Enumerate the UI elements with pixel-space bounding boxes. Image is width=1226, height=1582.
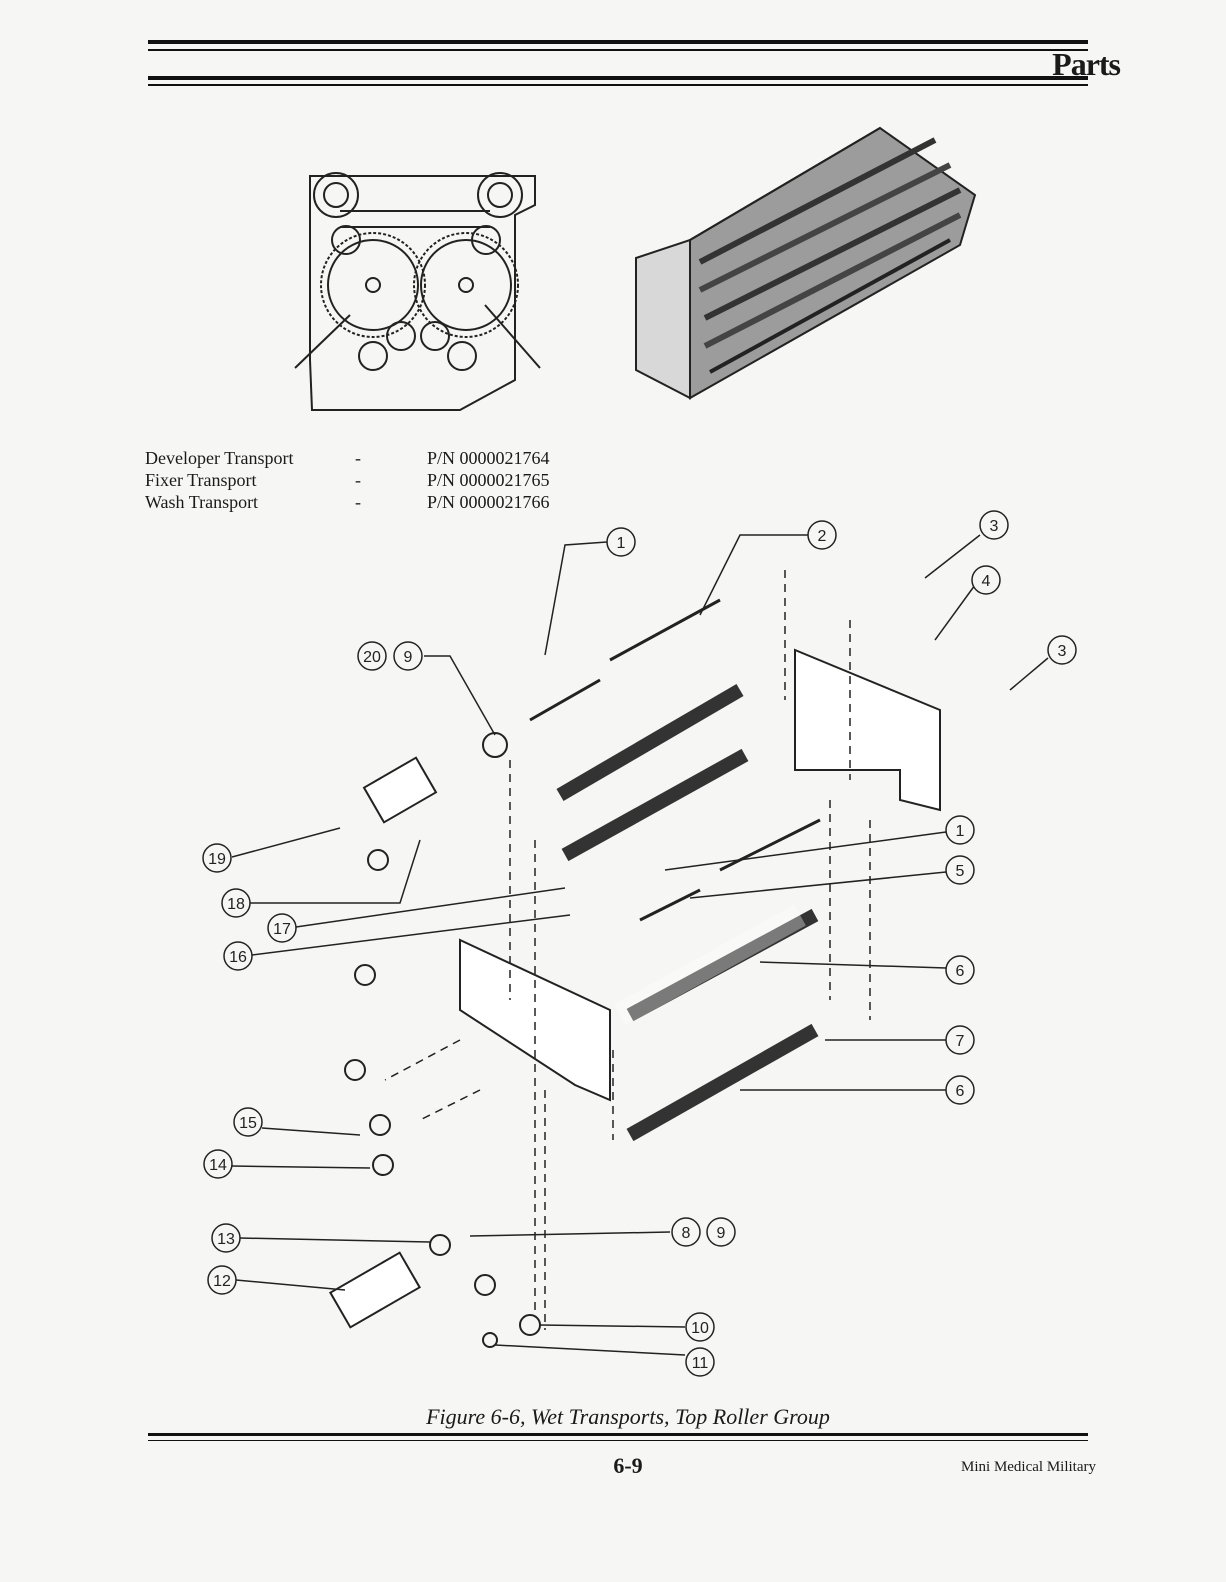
footer-rule-2: [148, 1440, 1088, 1441]
figure-caption: Figure 6-6, Wet Transports, Top Roller G…: [0, 1404, 1226, 1430]
callout-label: 3: [990, 518, 999, 535]
callout-marker: 4: [935, 566, 1000, 640]
callout-marker: 8: [470, 1218, 700, 1246]
callout-label: 3: [1058, 643, 1067, 660]
callout-label: 18: [227, 896, 245, 913]
callout-label: 5: [956, 863, 965, 880]
exploded-assembly: [330, 570, 940, 1347]
callout-label: 4: [982, 573, 991, 590]
callout-marker: 1: [665, 816, 974, 870]
footer-rule: [148, 1433, 1088, 1436]
callout-marker: 3: [1010, 636, 1076, 690]
callout-marker: 20: [358, 642, 386, 670]
callout-label: 11: [692, 1355, 709, 1372]
callout-label: 20: [363, 649, 381, 666]
callout-marker: 6: [740, 1076, 974, 1104]
callout-label: 9: [404, 649, 413, 666]
callout-label: 17: [273, 921, 291, 938]
callout-label: 12: [213, 1273, 231, 1290]
callout-marker: 10: [540, 1313, 714, 1341]
callouts: 1 2 3 4 3 20 9 1 5 19 18 17 16 6 7 6 15 …: [203, 511, 1076, 1376]
callout-label: 6: [956, 963, 965, 980]
callout-marker: 13: [212, 1224, 430, 1252]
manual-title: Mini Medical Military: [961, 1459, 1096, 1476]
callout-label: 9: [717, 1225, 726, 1242]
callout-marker: 1: [545, 528, 635, 655]
callout-marker: 7: [825, 1026, 974, 1054]
callout-label: 13: [217, 1231, 235, 1248]
callout-marker: 3: [925, 511, 1008, 578]
callout-label: 6: [956, 1083, 965, 1100]
transport-side-view: [295, 173, 540, 410]
callout-label: 8: [682, 1225, 691, 1242]
callout-label: 1: [956, 823, 965, 840]
callout-marker: 9: [707, 1218, 735, 1246]
callout-label: 1: [617, 535, 626, 552]
callout-label: 2: [818, 528, 827, 545]
callout-label: 15: [239, 1115, 257, 1132]
callout-label: 10: [691, 1320, 709, 1337]
callout-marker: 14: [204, 1150, 370, 1178]
callout-label: 7: [956, 1033, 965, 1050]
callout-label: 14: [209, 1157, 227, 1174]
callout-marker: 12: [208, 1266, 345, 1294]
callout-marker: 11: [495, 1345, 714, 1376]
callout-marker: 19: [203, 828, 340, 872]
callout-label: 19: [208, 851, 226, 868]
callout-marker: 6: [760, 956, 974, 984]
callout-marker: 9: [394, 642, 495, 735]
transport-isometric-view: [636, 128, 975, 398]
callout-label: 16: [229, 949, 247, 966]
callout-marker: 15: [234, 1108, 360, 1136]
